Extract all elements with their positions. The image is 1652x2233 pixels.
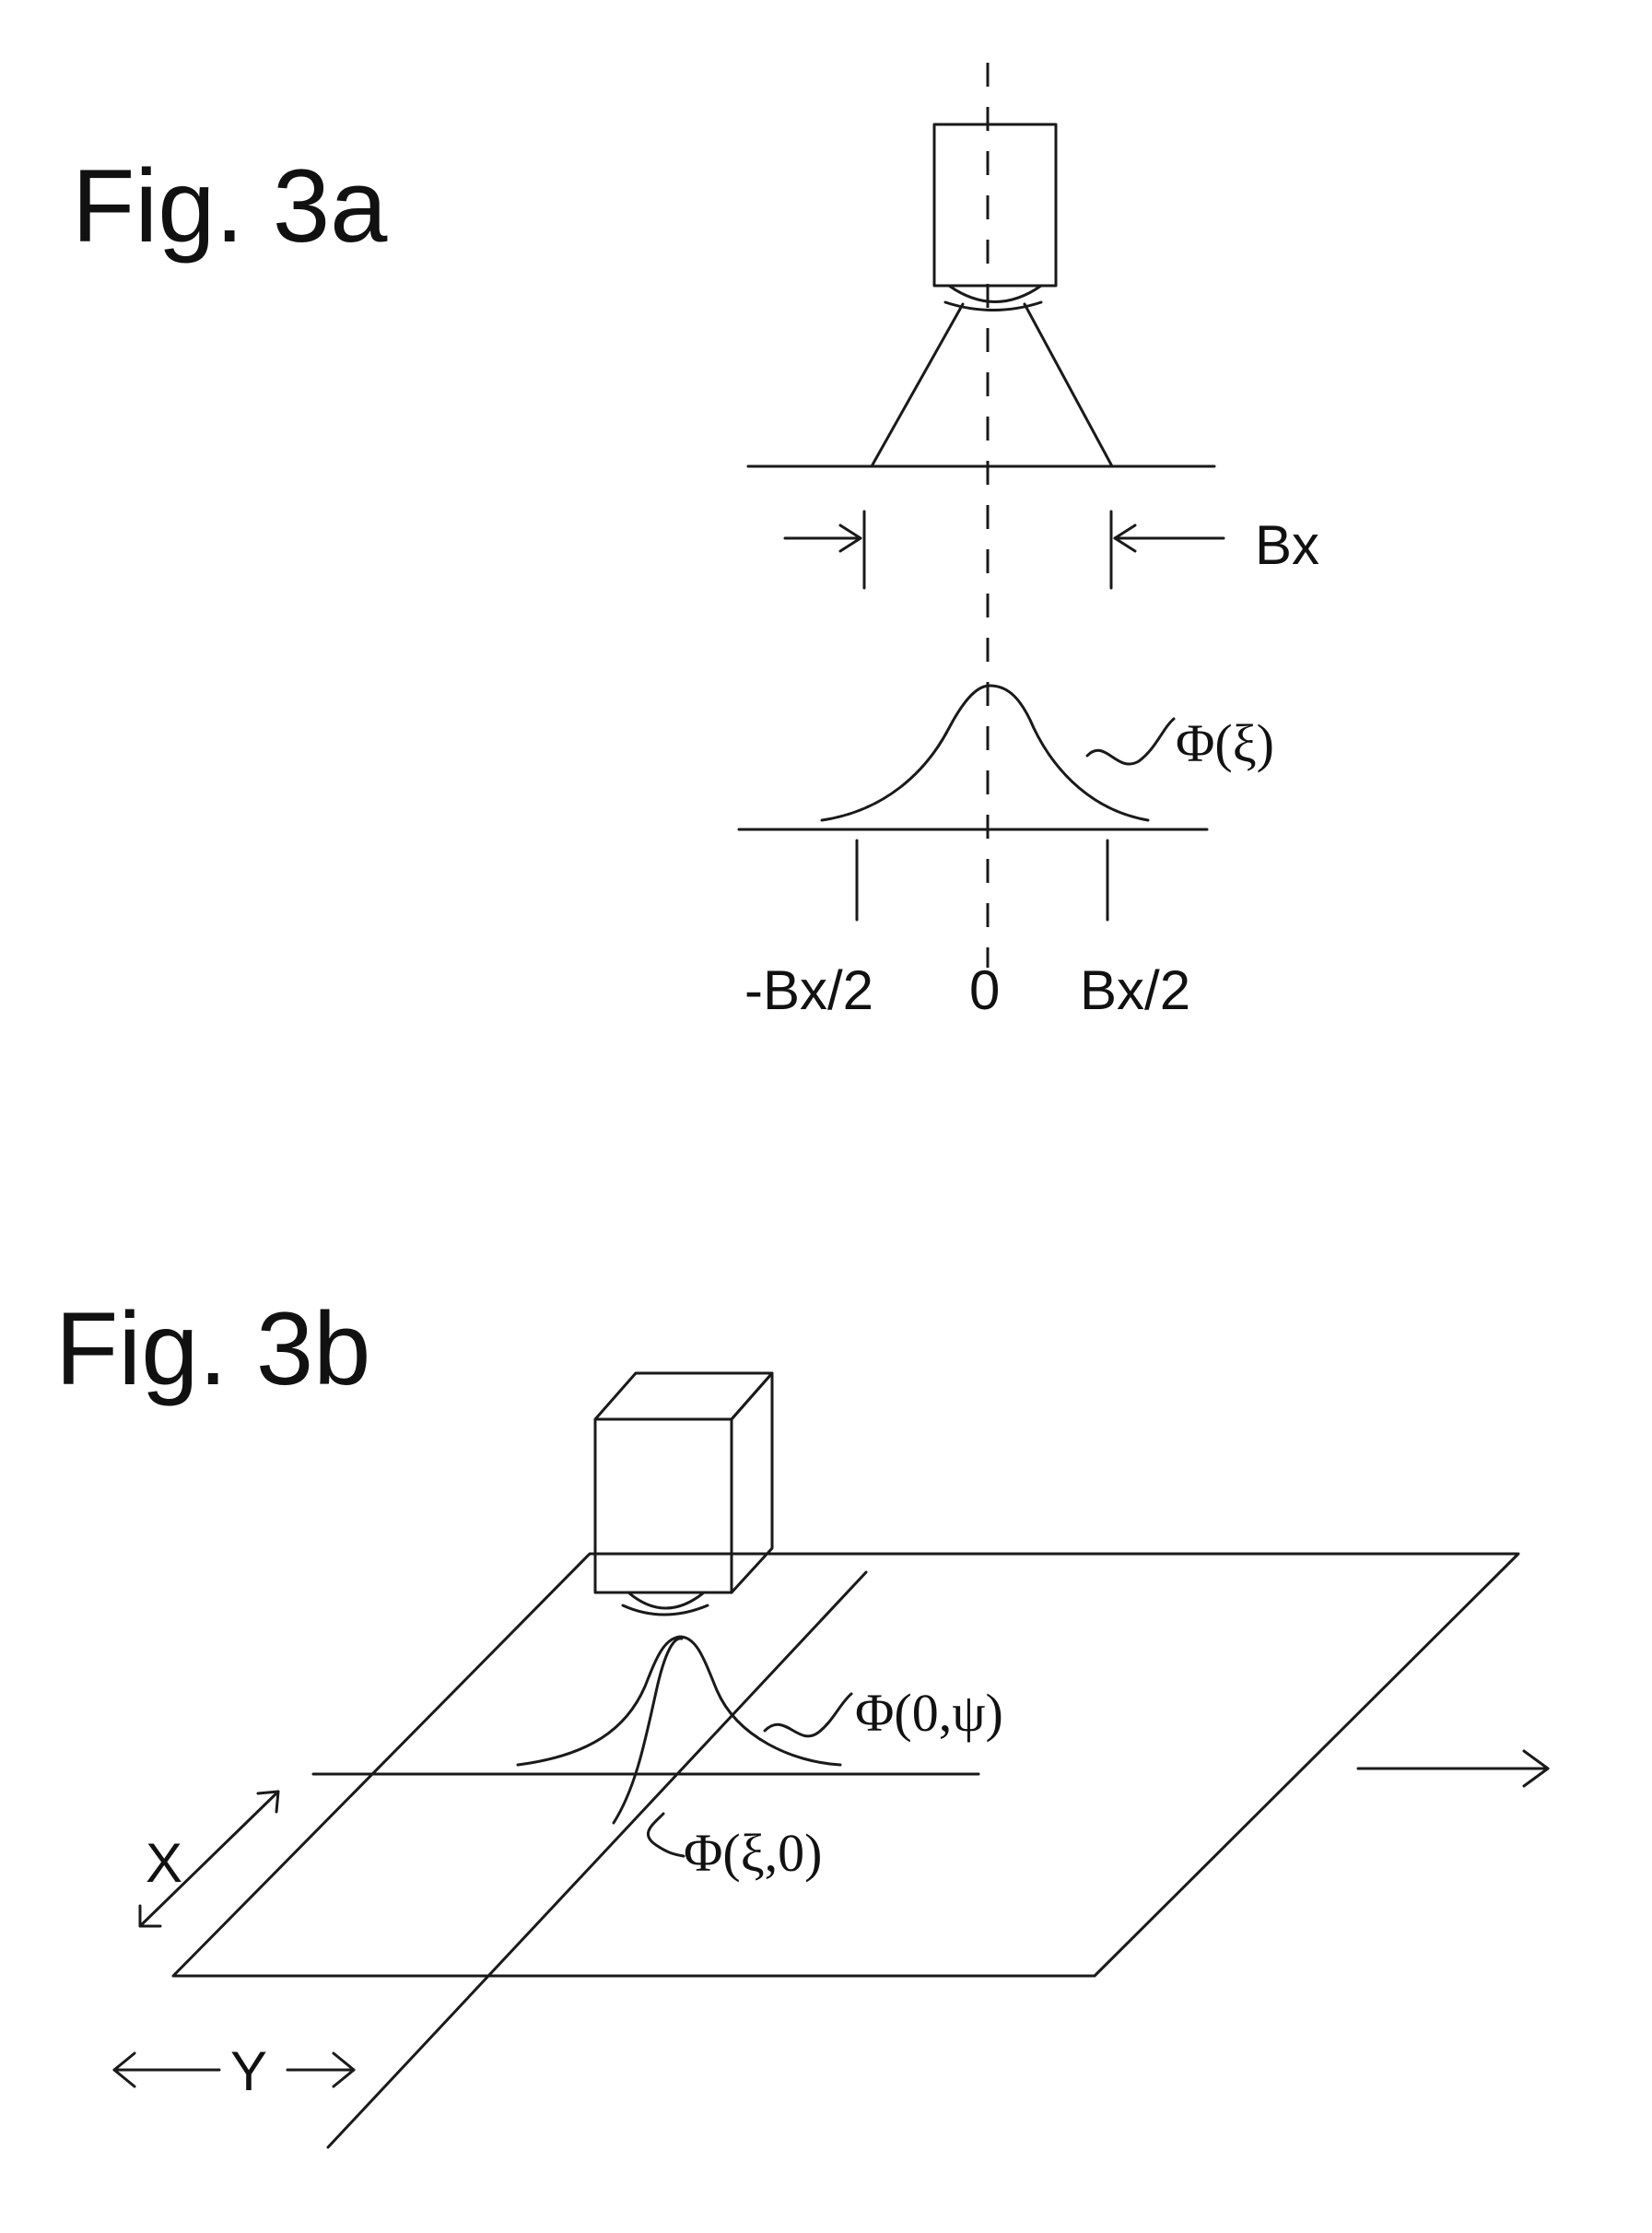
- fig-3b-title: Fig. 3b: [55, 1291, 370, 1406]
- light-cone-left-edge: [872, 304, 963, 466]
- profile-label: Φ(ξ): [1176, 713, 1274, 773]
- profile-x-label: Φ(ξ,0): [684, 1823, 822, 1883]
- camera-front-face: [595, 1419, 732, 1592]
- x-axis-arrow: X: [140, 1792, 278, 1926]
- camera-body: [934, 124, 1056, 286]
- fig-3a-title: Fig. 3a: [72, 148, 388, 264]
- y-axis-arrow: Y: [114, 2040, 354, 2102]
- beam-width-dimension: Bx: [785, 511, 1319, 588]
- beam-width-label: Bx: [1255, 514, 1319, 576]
- camera-lens-3d: [623, 1592, 708, 1615]
- camera-top-face: [595, 1373, 772, 1419]
- tick-center-label: 0: [969, 959, 1000, 1021]
- gaussian-profile-x: [614, 1639, 682, 1823]
- profile-x-leader: [648, 1814, 684, 1856]
- profile-leader-line: [1087, 719, 1174, 764]
- profile-y-label: Φ(0,ψ): [855, 1683, 1003, 1743]
- object-plane-parallelogram: [173, 1554, 1518, 1976]
- tick-left-label: -Bx/2: [744, 959, 873, 1021]
- x-axis-label: X: [146, 1832, 182, 1894]
- motion-arrow: [1358, 1751, 1548, 1786]
- gaussian-profile-curve: [822, 686, 1148, 820]
- tick-right-label: Bx/2: [1080, 959, 1190, 1021]
- y-axis-label: Y: [230, 2040, 267, 2102]
- camera-side-face: [732, 1373, 772, 1592]
- figure-3b: Fig. 3b Φ(0,ψ) Φ(ξ,0): [55, 1291, 1548, 2147]
- camera-3d: [595, 1373, 772, 1615]
- figure-3a: Fig. 3a Bx Φ(ξ) -Bx/2 0: [72, 63, 1319, 1021]
- gaussian-profile-y: [518, 1637, 840, 1765]
- profile-y-leader: [765, 1694, 851, 1736]
- light-cone-right-edge: [1025, 304, 1112, 466]
